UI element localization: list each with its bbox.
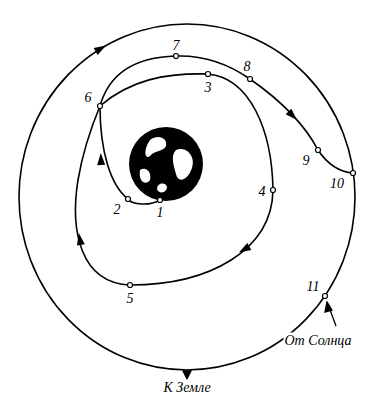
- callout-number: 6: [84, 90, 93, 105]
- callout-number: 7: [172, 38, 181, 53]
- callout-number: 10: [329, 176, 345, 191]
- callout-number: 2: [113, 202, 122, 217]
- direction-arrows: [75, 42, 300, 256]
- callout-number: 4: [258, 184, 267, 199]
- planet-disk: [129, 127, 203, 201]
- callout-number: 1: [156, 205, 165, 220]
- direction-label: От Солнца: [283, 333, 352, 348]
- callout-number: 3: [204, 80, 213, 95]
- outer-orbit: [19, 24, 355, 370]
- callout-number: 9: [302, 153, 311, 168]
- callout-number: 5: [126, 291, 135, 306]
- trajectory-loop: [76, 74, 273, 285]
- trajectory-points: [98, 54, 356, 299]
- direction-label: К Земле: [162, 380, 211, 395]
- callout-number: 11: [306, 279, 321, 294]
- planet-features: [140, 137, 193, 192]
- callout-number: 8: [243, 59, 252, 74]
- trajectory-curve: [100, 56, 353, 204]
